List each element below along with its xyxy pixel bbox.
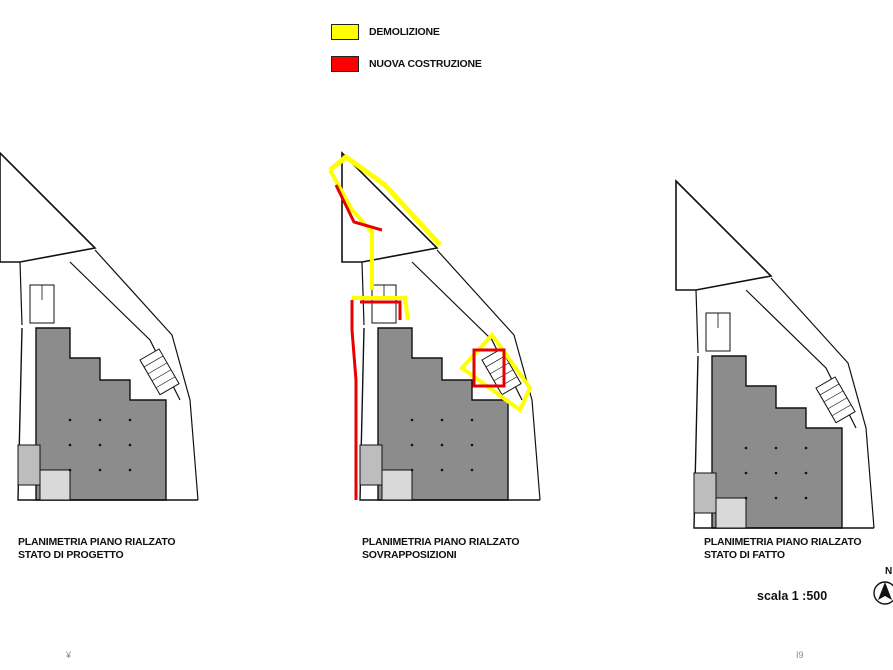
- legend-demolition: DEMOLIZIONE: [331, 24, 440, 40]
- caption-progetto-title: PLANIMETRIA PIANO RIALZATO: [18, 536, 176, 548]
- new-construction-swatch: [331, 56, 359, 72]
- legend-new-construction: NUOVA COSTRUZIONE: [331, 56, 482, 72]
- page-marker-right: I9: [796, 650, 804, 660]
- demolition-label: DEMOLIZIONE: [369, 26, 440, 38]
- scale-label: scala 1 :500: [757, 589, 828, 603]
- caption-fatto-subtitle: STATO DI FATTO: [704, 549, 785, 561]
- caption-progetto: PLANIMETRIA PIANO RIALZATO STATO DI PROG…: [18, 536, 176, 562]
- caption-sovrapposizioni-title: PLANIMETRIA PIANO RIALZATO: [362, 536, 520, 548]
- caption-fatto-title: PLANIMETRIA PIANO RIALZATO: [704, 536, 862, 548]
- demolition-swatch: [331, 24, 359, 40]
- new-construction-label: NUOVA COSTRUZIONE: [369, 58, 482, 70]
- page-marker-left: ¥: [66, 650, 72, 660]
- north-arrow-icon: [873, 581, 893, 605]
- north-label: N: [885, 566, 893, 577]
- caption-sovrapposizioni-subtitle: SOVRAPPOSIZIONI: [362, 549, 457, 561]
- plan-progetto: [0, 152, 199, 501]
- caption-sovrapposizioni: PLANIMETRIA PIANO RIALZATO SOVRAPPOSIZIO…: [362, 536, 520, 562]
- plan-sovrapposizioni: [328, 152, 541, 501]
- caption-progetto-subtitle: STATO DI PROGETTO: [18, 549, 124, 561]
- plan-fatto: [675, 180, 875, 529]
- caption-fatto: PLANIMETRIA PIANO RIALZATO STATO DI FATT…: [704, 536, 862, 562]
